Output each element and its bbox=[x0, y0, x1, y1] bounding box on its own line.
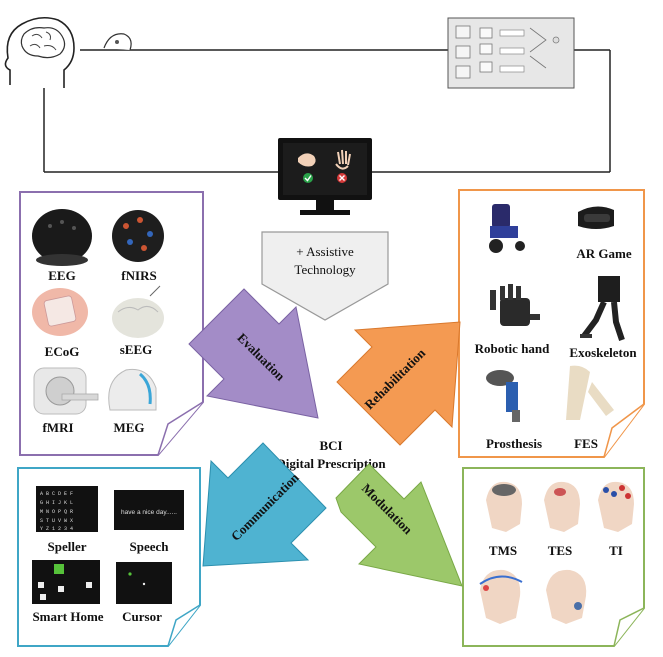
svg-text:G H I J K L: G H I J K L bbox=[40, 500, 73, 506]
tms-label: TMS bbox=[489, 543, 517, 558]
prosthesis-image bbox=[486, 370, 520, 422]
ti-head-image bbox=[598, 481, 634, 532]
fnirs-label: fNIRS bbox=[121, 268, 156, 283]
ar-game-label: AR Game bbox=[576, 246, 631, 261]
svg-text:Y Z 1 2 3 4: Y Z 1 2 3 4 bbox=[40, 526, 73, 532]
feedback-loop bbox=[43, 33, 611, 173]
modulation-panel: TMS TES TI bbox=[462, 467, 645, 647]
rehabilitation-panel: AR Game Robotic hand Exoskeleton Prosthe… bbox=[458, 189, 645, 458]
exoskeleton-label: Exoskeleton bbox=[569, 345, 637, 360]
fmri-label: fMRI bbox=[42, 420, 73, 435]
exoskeleton-image bbox=[580, 276, 625, 341]
communication-arrow: Communication bbox=[202, 442, 327, 567]
monitor-icon bbox=[278, 138, 372, 215]
fes-label: FES bbox=[574, 436, 598, 451]
rehabilitation-arrow: Rehabilitation bbox=[336, 321, 461, 446]
svg-text:M N O P Q R: M N O P Q R bbox=[40, 509, 73, 515]
eeg-cap-image bbox=[32, 209, 92, 266]
ar-headset-image bbox=[578, 206, 614, 229]
eeg-label: EEG bbox=[48, 268, 75, 283]
assistive-line2: Technology bbox=[294, 262, 356, 277]
svg-text:S T U V W X: S T U V W X bbox=[40, 518, 73, 524]
head-brain-icon bbox=[4, 16, 75, 88]
tes-head-image bbox=[544, 481, 580, 532]
tms-head-image bbox=[486, 481, 522, 532]
speech-screen-text: have a nice day...... bbox=[121, 509, 177, 516]
communication-panel: A B C D E F G H I J K L M N O P Q R S T … bbox=[17, 467, 201, 647]
stimulation-head-image-right bbox=[546, 569, 587, 624]
cursor-screen bbox=[116, 562, 172, 604]
evaluation-arrow: Evaluation bbox=[188, 288, 319, 419]
meg-scanner-image bbox=[108, 368, 157, 411]
cursor-label: Cursor bbox=[122, 609, 162, 624]
svg-text:A B C D E F: A B C D E F bbox=[40, 491, 73, 497]
prosthesis-label: Prosthesis bbox=[486, 436, 542, 451]
center-subtitle: Digital Prescription bbox=[276, 456, 386, 471]
smart-home-label: Smart Home bbox=[32, 609, 103, 624]
speller-screen: A B C D E F G H I J K L M N O P Q R S T … bbox=[36, 486, 98, 532]
hand-icon-left bbox=[298, 153, 316, 167]
signal-processing-block bbox=[447, 17, 575, 89]
seeg-label: sEEG bbox=[120, 342, 153, 357]
robotic-hand-image bbox=[490, 284, 540, 326]
ecog-image bbox=[32, 288, 88, 336]
fes-arm-image bbox=[566, 365, 614, 420]
stimulation-head-image-left bbox=[479, 569, 523, 624]
wheelchair-image bbox=[489, 204, 525, 253]
speller-label: Speller bbox=[48, 539, 87, 554]
fmri-scanner-image bbox=[33, 367, 99, 415]
modulation-arrow: Modulation bbox=[335, 463, 463, 587]
assistive-line1: + Assistive bbox=[296, 244, 354, 259]
check-icon bbox=[303, 173, 313, 183]
center-title: BCI bbox=[319, 438, 342, 453]
evaluation-panel: EEG fNIRS ECoG sEEG fMRI MEG bbox=[19, 191, 204, 456]
speech-label: Speech bbox=[130, 539, 170, 554]
tes-label: TES bbox=[548, 543, 573, 558]
robotic-hand-label: Robotic hand bbox=[475, 341, 551, 356]
smart-home-screen bbox=[32, 560, 100, 604]
ti-label: TI bbox=[609, 543, 623, 558]
assistive-technology-box: + Assistive Technology bbox=[261, 231, 389, 321]
meg-label: MEG bbox=[113, 420, 144, 435]
speech-screen: have a nice day...... bbox=[114, 490, 184, 530]
ecog-label: ECoG bbox=[45, 344, 80, 359]
electrode-dot bbox=[115, 40, 119, 44]
hand-icon-right bbox=[335, 149, 351, 170]
fnirs-cap-image bbox=[112, 210, 164, 262]
seeg-image bbox=[112, 285, 164, 338]
